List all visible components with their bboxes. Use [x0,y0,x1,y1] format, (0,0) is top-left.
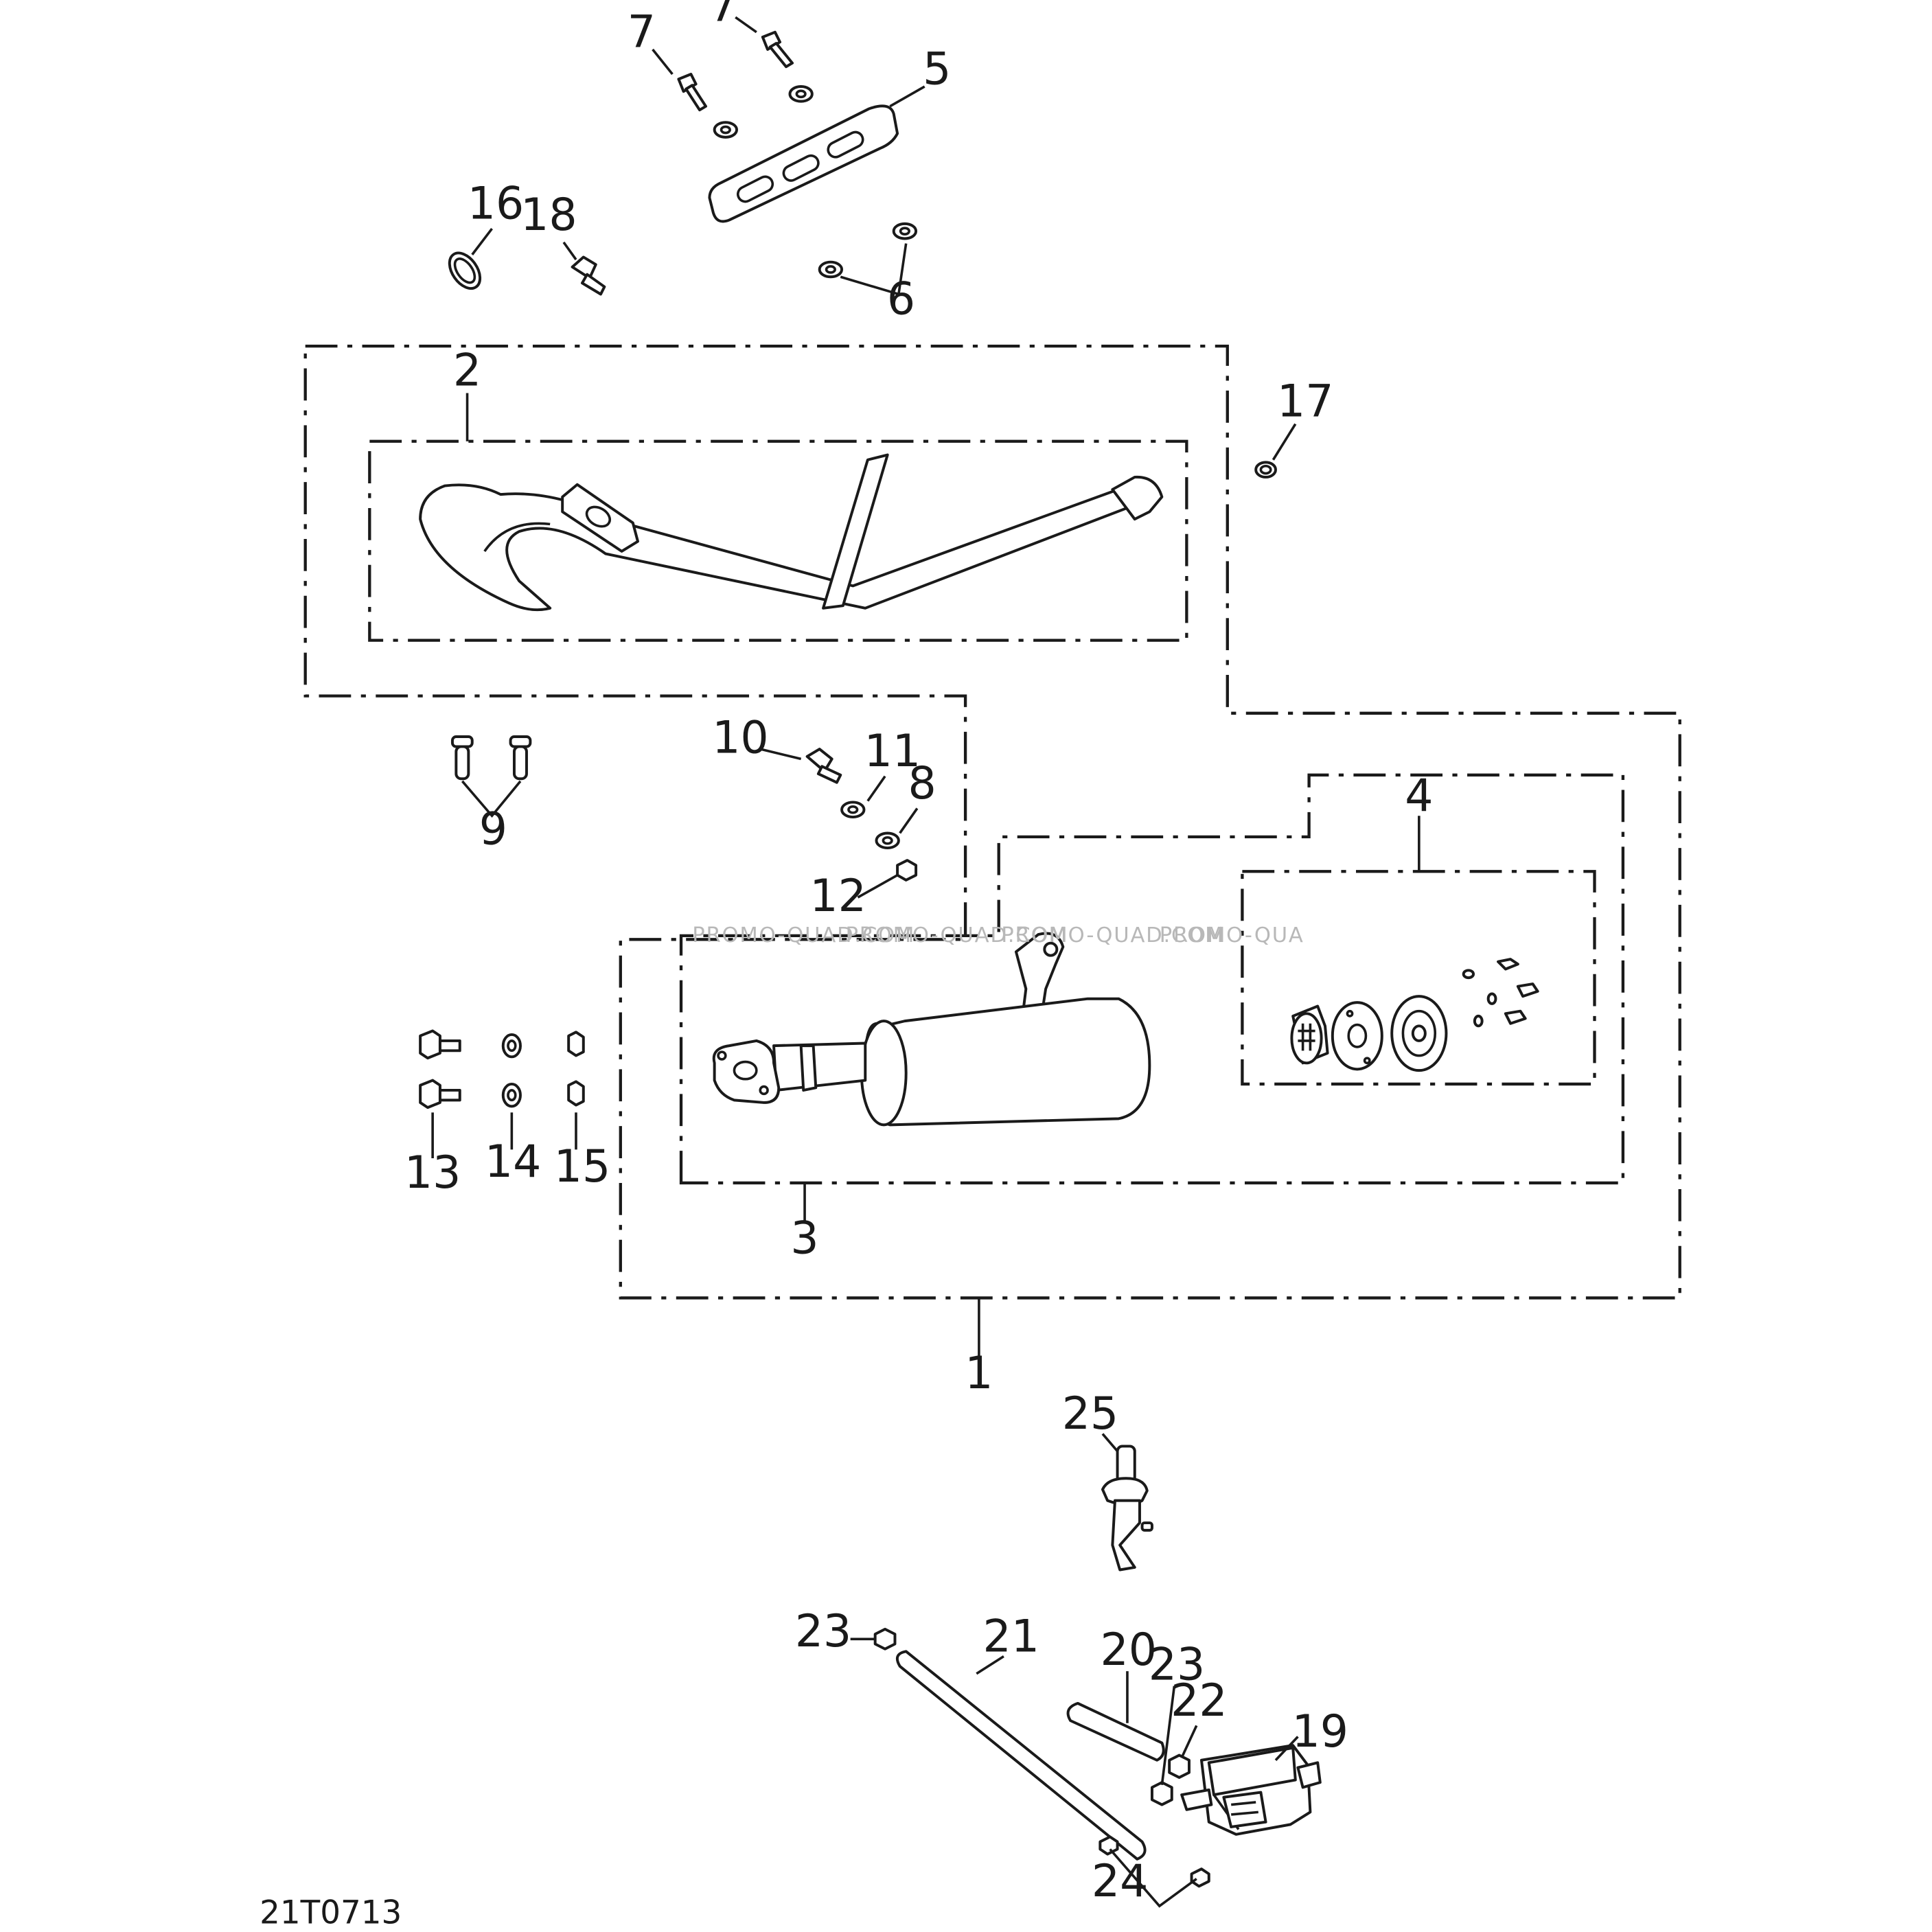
bolt-part-10 [805,748,842,784]
clamp-part-23-right [1150,1781,1173,1806]
nut-part-12 [896,859,918,882]
screw-part-24-right [1190,1867,1210,1888]
assembly-boundary-1 [303,344,1681,1300]
callout-8: 8 [908,758,936,809]
ring-part-17-inner [1259,464,1272,475]
callout-7-top: 7 [709,0,737,32]
stud-part-9-right [509,735,532,781]
bolt-part-7-right [761,30,794,69]
washer-part-8-hole [882,836,893,845]
washer-part-6a [818,260,844,279]
callout-25: 25 [1062,1388,1118,1440]
ring-part-17 [1254,461,1277,479]
watermark-3: PROMO-QUAD.COM [1001,923,1224,947]
reservoir-part-19 [1180,1744,1322,1836]
leader-lines [431,16,1421,1908]
callout-5: 5 [923,43,951,95]
callout-9: 9 [479,804,507,855]
callout-21: 21 [982,1611,1039,1662]
washer-part-14-top-hole [507,1039,517,1053]
callout-22: 22 [1171,1675,1227,1727]
hose-part-21 [895,1650,1147,1861]
clamp-part-23-left [873,1627,897,1651]
washer-part-11 [840,801,866,819]
muffler-part-3 [712,932,1151,1127]
washer-part-14-bottom-hole [507,1089,517,1102]
callout-7-left: 7 [628,6,656,58]
washer-part-6b-hole [899,227,910,235]
callout-24: 24 [1092,1856,1148,1907]
stud-part-18 [571,255,606,296]
callout-19: 19 [1292,1706,1348,1758]
watermark-1: PROMO-QUAD.COM [692,923,915,947]
valve-part-25 [1101,1445,1153,1572]
callout-6: 6 [887,273,915,325]
callout-15: 15 [554,1141,610,1193]
washer-part-6b [892,222,918,240]
callout-labels: 7 7 5 16 18 6 2 17 10 11 8 9 12 4 13 14 … [404,0,1434,1907]
callout-14: 14 [485,1136,541,1188]
watermark-2: PROMO-QUAD.COM [845,923,1068,947]
callout-3: 3 [790,1213,818,1265]
assembly-boundary-3 [679,773,1625,1185]
washer-part-8 [875,831,900,850]
ring-part-16 [448,251,482,290]
assembly-boundary-2 [368,439,1188,642]
header-pipe-part-2 [419,453,1164,612]
nut-part-15-bottom [567,1080,585,1107]
callout-2: 2 [453,345,481,397]
washer-part-5b-hole [795,89,807,99]
diagram-code: 21T0713 [260,1894,402,1931]
washer-part-5b [788,85,814,103]
bolt-part-13-top [419,1029,461,1060]
callout-13: 13 [404,1147,461,1199]
washer-part-14-top [501,1033,522,1059]
callout-18: 18 [520,189,577,241]
washer-part-5a [713,121,739,139]
watermark-4: PROMO-QUA [1160,923,1304,947]
callout-23-right: 23 [1149,1640,1205,1691]
clamp-part-22 [1168,1753,1191,1779]
callout-4: 4 [1405,770,1433,822]
bracket-part-5 [708,104,899,223]
callout-20: 20 [1101,1624,1157,1676]
washer-part-6a-hole [825,265,836,274]
washer-part-11-hole [847,805,859,814]
hose-part-20 [1066,1701,1165,1762]
bolt-part-7-left [677,73,707,112]
washer-part-5a-hole [720,125,731,135]
nut-part-15-top [567,1031,585,1057]
callout-12: 12 [809,871,866,922]
stud-part-9-left [450,735,474,781]
spark-arrester-kit-part-4 [1290,958,1539,1072]
callout-1: 1 [965,1348,993,1399]
screw-part-24-left [1099,1835,1119,1856]
callout-23-left: 23 [795,1606,851,1657]
callout-10: 10 [712,712,768,763]
callout-16: 16 [468,179,524,230]
ring-part-16-inner [453,257,476,284]
callout-17: 17 [1277,376,1333,428]
callout-11: 11 [864,726,921,777]
bolt-part-13-bottom [419,1079,461,1109]
washer-part-14-bottom [501,1082,522,1108]
